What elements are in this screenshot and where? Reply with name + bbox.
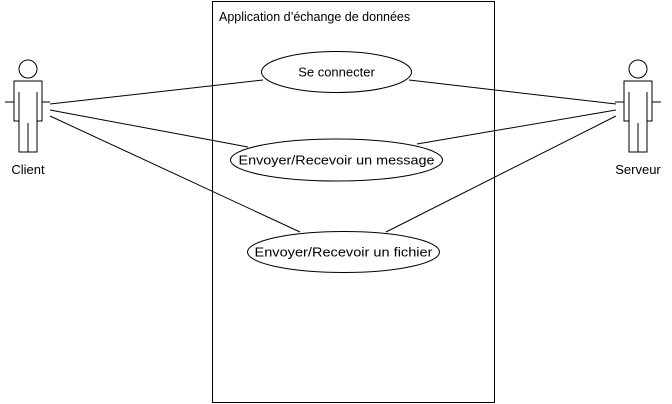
actor-client-label: Client: [11, 162, 45, 177]
use-case-file-shape: [247, 231, 440, 273]
actor-server-label: Serveur: [615, 162, 661, 177]
actor-client-body: [13, 80, 43, 153]
actor-client-head: [18, 59, 38, 79]
association-server-message: [416, 109, 617, 145]
use-case-connect[interactable]: Se connecter: [261, 51, 412, 93]
use-case-connect-label: Se connecter: [298, 65, 375, 80]
association-client-connect: [49, 79, 264, 105]
actor-client[interactable]: Client: [5, 59, 50, 177]
association-client-message: [49, 109, 249, 148]
use-case-file[interactable]: Envoyer/Recevoir un fichier: [247, 231, 440, 273]
associations: [49, 79, 617, 233]
association-client-file: [49, 115, 301, 233]
actor-server-head: [628, 59, 648, 79]
use-case-message[interactable]: Envoyer/Recevoir un message: [230, 138, 443, 182]
use-case-message-shape: [230, 138, 443, 182]
association-server-connect: [408, 79, 617, 105]
association-server-file: [385, 115, 617, 233]
use-case-message-label: Envoyer/Recevoir un message: [239, 153, 435, 168]
use-case-file-label: Envoyer/Recevoir un fichier: [255, 245, 434, 260]
actor-server-body: [623, 80, 653, 153]
actor-server[interactable]: Serveur: [615, 59, 661, 177]
use-case-connect-shape: [261, 51, 412, 93]
system-boundary: [212, 1, 495, 403]
system-title: Application d’échange de données: [219, 10, 410, 24]
